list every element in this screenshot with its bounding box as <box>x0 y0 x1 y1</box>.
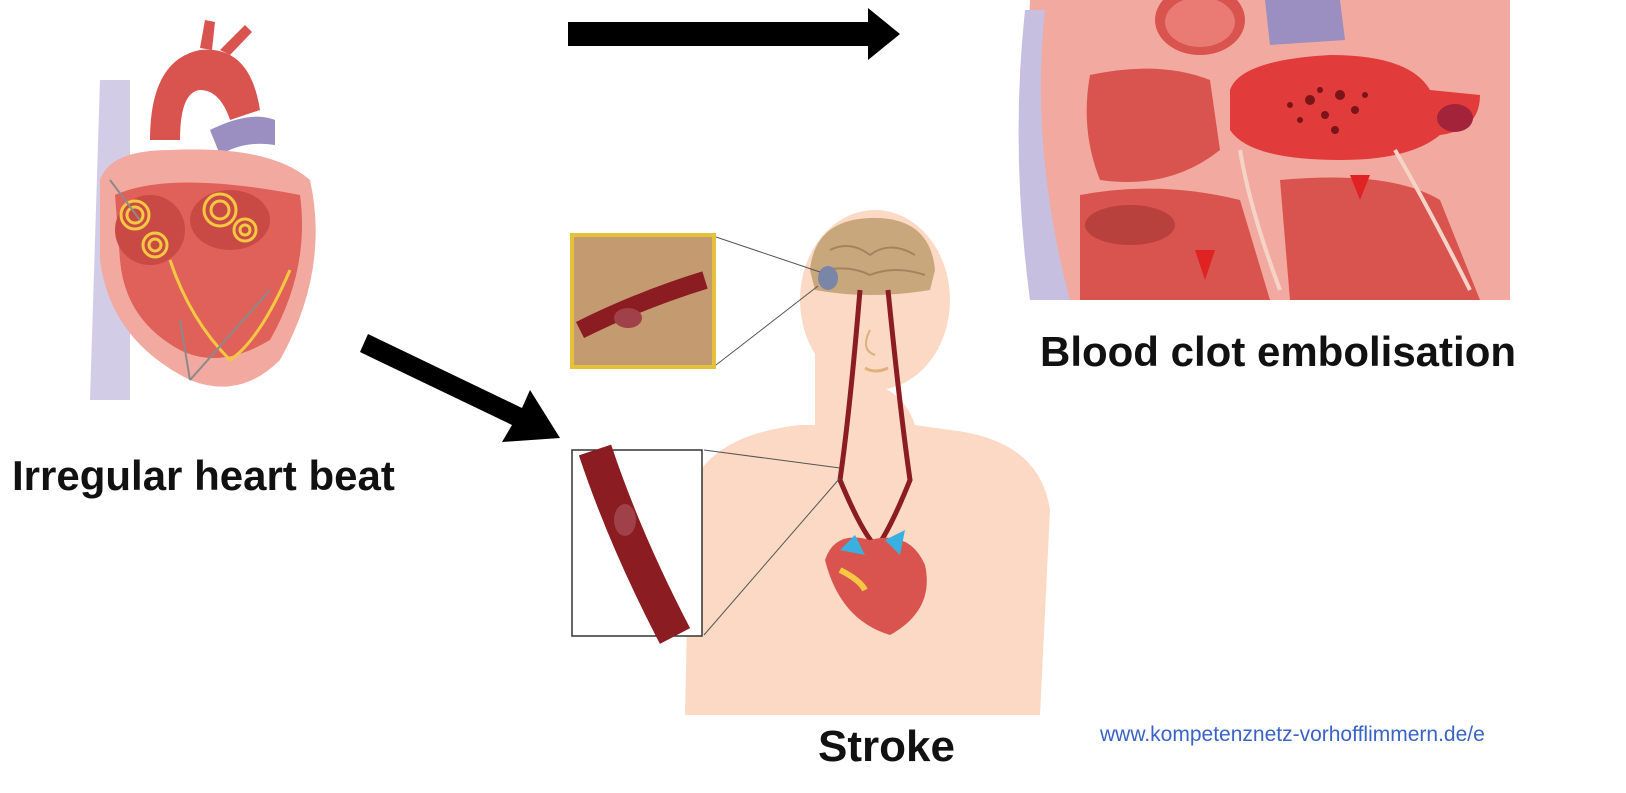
stroke-body-illustration <box>570 210 1070 720</box>
arrow-right-icon <box>568 8 903 60</box>
arrow-down-right-icon <box>360 320 565 450</box>
blood-clot-embolisation-label: Blood clot embolisation <box>1040 328 1516 376</box>
irregular-heart-beat-label: Irregular heart beat <box>12 452 395 500</box>
stroke-label: Stroke <box>818 722 955 772</box>
source-url-link[interactable]: www.kompetenznetz-vorhofflimmern.de/e <box>1100 723 1485 747</box>
irregular-heart-illustration <box>20 20 340 420</box>
clot-heart-illustration <box>1010 0 1530 305</box>
